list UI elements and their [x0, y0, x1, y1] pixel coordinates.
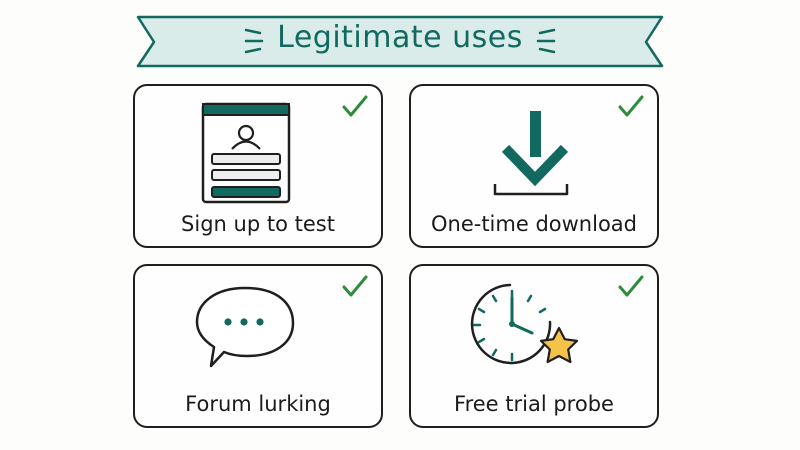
checkmark-icon — [342, 95, 368, 117]
download-icon — [493, 111, 569, 196]
checkmark-icon — [618, 275, 644, 297]
clock-star-icon — [470, 283, 579, 365]
card-forum: Forum lurking — [133, 264, 383, 428]
sparkle-left-icon — [244, 28, 264, 54]
ribbon-shape — [136, 15, 664, 68]
banner-title: Legitimate uses — [277, 20, 523, 55]
signup-form-icon — [201, 102, 291, 204]
checkmark-icon — [342, 275, 368, 297]
card-label: Free trial probe — [454, 392, 614, 416]
checkmark-icon — [618, 95, 644, 117]
title-banner: Legitimate uses — [0, 0, 800, 78]
card-label: Sign up to test — [181, 212, 335, 236]
card-sign-up: Sign up to test — [133, 84, 383, 248]
card-label: One-time download — [430, 212, 637, 236]
sparkle-right-icon — [536, 28, 556, 54]
card-download: One-time download — [409, 84, 659, 248]
card-label: Forum lurking — [185, 392, 331, 416]
card-free-trial: Free trial probe — [409, 264, 659, 428]
chat-bubble-icon — [195, 286, 295, 368]
